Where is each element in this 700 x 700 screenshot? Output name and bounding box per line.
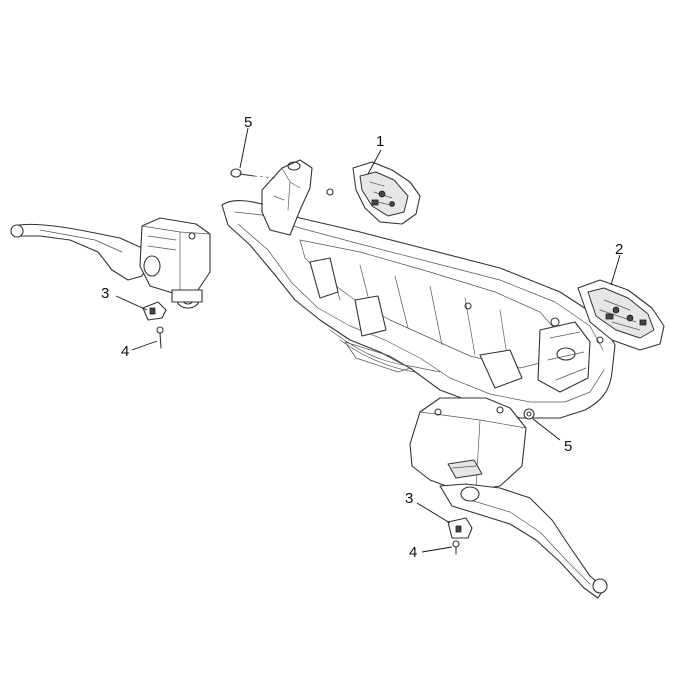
part-4-right-screw (452, 540, 460, 555)
part-3-left-clip (142, 301, 167, 321)
callout-4-right: 4 (409, 544, 417, 561)
callout-2: 2 (615, 241, 623, 258)
part-1-switch-housing (352, 161, 421, 225)
leader-lines (115, 127, 621, 553)
callout-1: 1 (376, 133, 384, 150)
left-lever-assembly (10, 217, 211, 309)
part-5-top-screw (230, 168, 277, 179)
part-2-switch-housing (577, 279, 665, 351)
callout-3-left: 3 (101, 285, 109, 302)
part-5-right-nut (523, 408, 535, 420)
callout-4-left: 4 (121, 343, 129, 360)
part-4-left-screw (156, 326, 164, 349)
callout-5-top: 5 (244, 114, 252, 131)
handlebar-frame (221, 159, 616, 419)
right-lever-assembly (409, 397, 608, 599)
callout-5-right: 5 (564, 438, 572, 455)
part-3-right-clip (447, 517, 473, 539)
callout-3-right: 3 (405, 490, 413, 507)
